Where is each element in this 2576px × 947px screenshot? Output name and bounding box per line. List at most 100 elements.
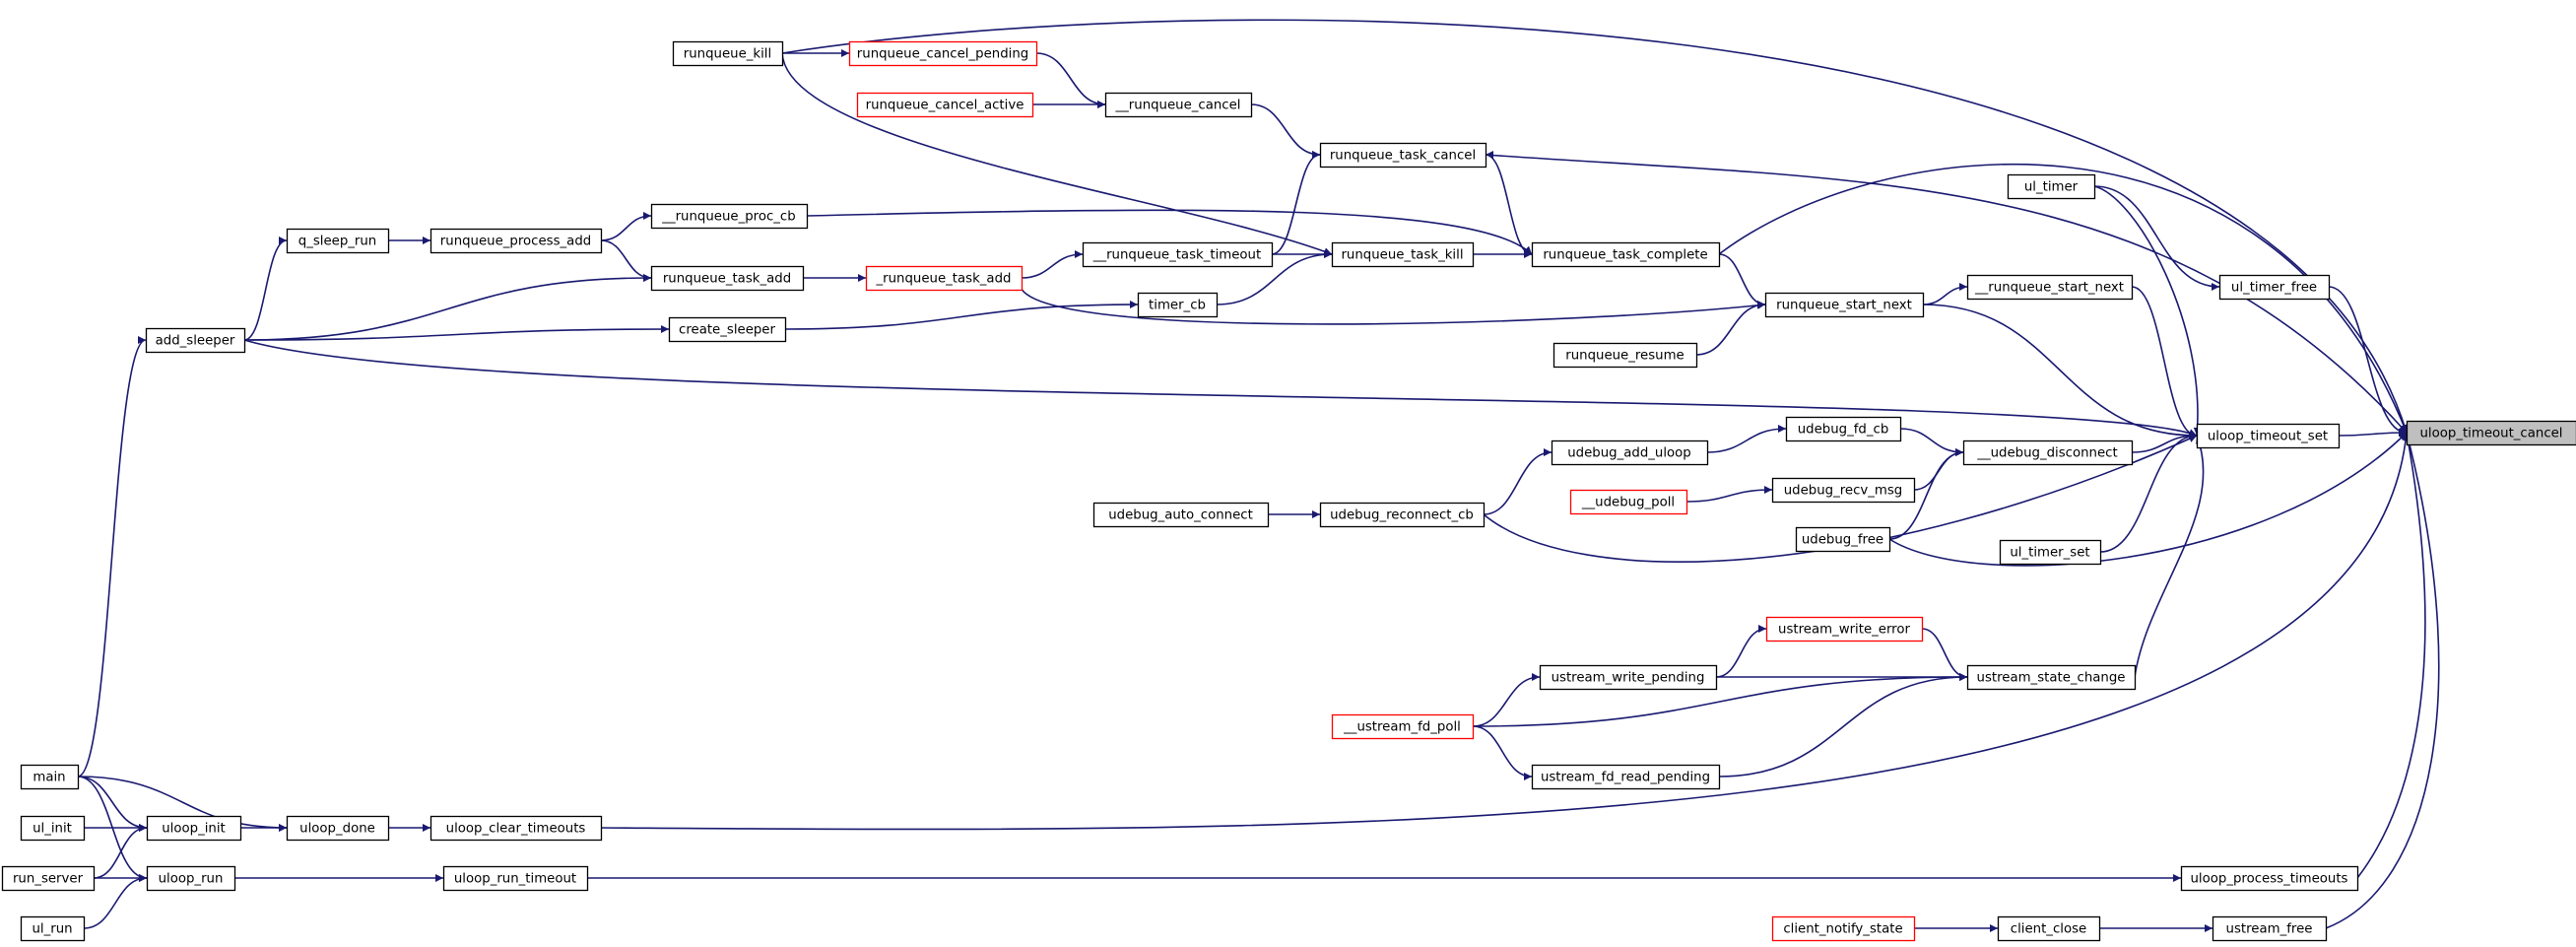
node-label: runqueue_cancel_pending [857,47,1028,62]
node-run_server[interactable]: run_server [1,865,96,892]
node-runqueue_task_kill[interactable]: runqueue_task_kill [1331,241,1475,268]
edge-timer_cb-to-runqueue_task_kill [1216,250,1333,305]
node-box [2218,274,2331,301]
edge-uloop_process_timeouts-to-uloop_timeout_cancel [2356,432,2426,879]
node-label: ustream_write_pending [1552,671,1705,686]
node-label: runqueue_task_cancel [1330,149,1476,164]
node-box [1104,92,1253,118]
edge-ustream_state_change-to-uloop_timeout_set [2134,435,2205,678]
node-label: ustream_write_error [1778,623,1910,638]
node-label: runqueue_kill [684,47,771,62]
node-udebug_fd_cb[interactable]: udebug_fd_cb [1785,416,1902,442]
node-add_sleeper[interactable]: add_sleeper [145,327,246,354]
node-ul_timer_set[interactable]: ul_timer_set [1999,539,2102,566]
node-ul_run[interactable]: ul_run [20,915,86,942]
edge-add_sleeper-to-create_sleeper [243,325,670,341]
node-box [2007,173,2096,200]
edge-runqueue_start_next-to-__runqueue_start_next [1922,283,1968,305]
node-box [2196,423,2341,449]
node-_runqueue_task_add[interactable]: _runqueue_task_add [865,265,1024,292]
node-uloop_run[interactable]: uloop_run [146,865,236,892]
node-label: uloop_done [299,822,375,837]
node-udebug_recv_msg[interactable]: udebug_recv_msg [1771,477,1916,504]
node-ul_timer_free[interactable]: ul_timer_free [2218,274,2331,301]
node-__runqueue_proc_cb[interactable]: __runqueue_proc_cb [650,203,809,230]
node-uloop_timeout_cancel[interactable]: uloop_timeout_cancel [2406,420,2576,446]
node-runqueue_cancel_active[interactable]: runqueue_cancel_active [856,92,1034,118]
node-uloop_timeout_set[interactable]: uloop_timeout_set [2196,423,2341,449]
node-label: runqueue_task_complete [1543,248,1707,263]
node-client_notify_state[interactable]: client_notify_state [1771,915,1916,942]
node-label: __udebug_disconnect [1976,446,2117,461]
node-ul_timer[interactable]: ul_timer [2007,173,2096,200]
node-udebug_add_uloop[interactable]: udebug_add_uloop [1551,440,1709,466]
node-ustream_fd_read_pending[interactable]: ustream_fd_read_pending [1531,764,1721,790]
node-label: runqueue_task_kill [1341,248,1463,263]
node-runqueue_task_cancel[interactable]: runqueue_task_cancel [1319,142,1487,169]
node-client_close[interactable]: client_close [1997,915,2101,942]
node-__udebug_disconnect[interactable]: __udebug_disconnect [1962,440,2134,466]
node-runqueue_resume[interactable]: runqueue_resume [1552,342,1698,369]
edge-uloop_timeout_set-to-uloop_timeout_cancel [2338,429,2408,438]
node-uloop_process_timeouts[interactable]: uloop_process_timeouts [2180,865,2359,892]
edge-runqueue_task_complete-to-runqueue_task_cancel [1485,151,1533,255]
node-ustream_write_pending[interactable]: ustream_write_pending [1539,664,1718,691]
node-__runqueue_cancel[interactable]: __runqueue_cancel [1104,92,1253,118]
node-box [650,203,809,230]
edge-udebug_add_uloop-to-udebug_fd_cb [1706,425,1787,453]
node-box [1795,526,1891,553]
node-label: ustream_fd_read_pending [1541,771,1710,785]
node-udebug_reconnect_cb[interactable]: udebug_reconnect_cb [1319,502,1486,528]
node-uloop_clear_timeouts[interactable]: uloop_clear_timeouts [429,815,603,842]
node-box [650,265,805,292]
node-box [1765,616,1924,643]
node-box [865,265,1024,292]
edge-udebug_reconnect_cb-to-uloop_timeout_set [1483,435,2198,563]
node-udebug_auto_connect[interactable]: udebug_auto_connect [1092,502,1270,528]
node-box [1319,502,1486,528]
edge-runqueue_cancel_pending-to-__runqueue_cancel [1035,52,1106,108]
node-__ustream_fd_poll[interactable]: __ustream_fd_poll [1331,713,1475,740]
node-timer_cb[interactable]: timer_cb [1137,292,1219,318]
node-box [146,815,242,842]
edge-runqueue_task_complete-to-runqueue_start_next [1718,253,1766,308]
node-__runqueue_start_next[interactable]: __runqueue_start_next [1966,274,2134,301]
node-box [1319,142,1487,169]
node-runqueue_kill[interactable]: runqueue_kill [672,40,784,67]
edge-main-to-uloop_done [77,776,288,832]
node-main[interactable]: main [20,764,80,790]
node-udebug_free[interactable]: udebug_free [1795,526,1891,553]
edge-main-to-uloop_init [77,776,148,832]
node-label: q_sleep_run [298,235,376,249]
node-runqueue_task_complete[interactable]: runqueue_task_complete [1531,241,1721,268]
node-runqueue_task_add[interactable]: runqueue_task_add [650,265,805,292]
node-runqueue_process_add[interactable]: runqueue_process_add [429,228,603,254]
node-ul_init[interactable]: ul_init [20,815,86,842]
node-box [20,915,86,942]
edge-ustream_write_error-to-ustream_state_change [1921,628,1968,681]
node-create_sleeper[interactable]: create_sleeper [668,316,787,343]
edge-__ustream_fd_poll-to-ustream_write_pending [1472,673,1541,727]
node-label: __runqueue_cancel [1115,99,1241,113]
node-ustream_write_error[interactable]: ustream_write_error [1765,616,1924,643]
node-box [20,764,80,790]
node-box [1771,915,1916,942]
edge-add_sleeper-to-uloop_timeout_set [243,339,2198,437]
node-box [1771,477,1916,504]
node-box [2180,865,2359,892]
node-label: udebug_auto_connect [1108,508,1253,523]
node-uloop_done[interactable]: uloop_done [286,815,390,842]
node-ustream_state_change[interactable]: ustream_state_change [1966,664,2137,691]
node-__runqueue_task_timeout[interactable]: __runqueue_task_timeout [1082,241,1274,268]
node-uloop_run_timeout[interactable]: uloop_run_timeout [442,865,589,892]
node-q_sleep_run[interactable]: q_sleep_run [286,228,390,254]
node-box [1962,440,2134,466]
node-runqueue_start_next[interactable]: runqueue_start_next [1764,292,1925,318]
edge-runqueue_start_next-to-uloop_timeout_set [1922,304,2198,440]
node-label: main [33,771,65,785]
node-uloop_init[interactable]: uloop_init [146,815,242,842]
edge-__runqueue_cancel-to-runqueue_task_cancel [1250,103,1321,159]
node-runqueue_cancel_pending[interactable]: runqueue_cancel_pending [848,40,1038,67]
node-__udebug_poll[interactable]: __udebug_poll [1569,489,1688,515]
node-ustream_free[interactable]: ustream_free [2212,915,2328,942]
